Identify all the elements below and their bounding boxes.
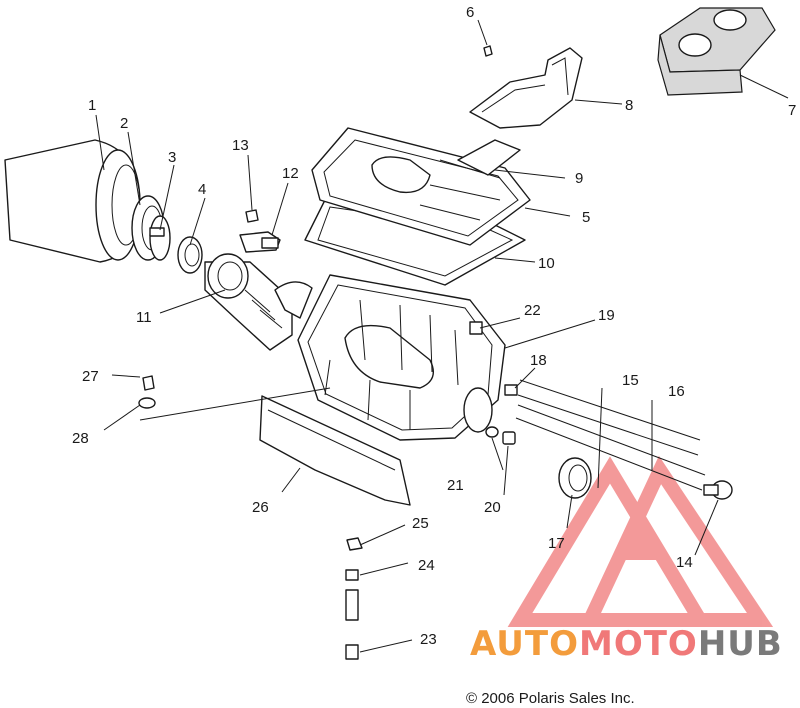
part-12-sensor [239, 231, 281, 253]
callout-7: 7 [788, 102, 796, 119]
part-4-ring [177, 236, 203, 274]
watermark-text: AUTOMOTOHUB [470, 624, 783, 664]
copyright-notice: © 2006 Polaris Sales Inc. [466, 690, 635, 707]
part-26-bracket [259, 395, 411, 506]
callout-26: 26 [252, 499, 269, 516]
callout-17: 17 [548, 535, 565, 552]
callout-27: 27 [82, 368, 99, 385]
callout-10: 10 [538, 255, 555, 272]
part-8-snorkel [469, 47, 583, 129]
part-25-nut [346, 537, 363, 551]
callout-labels: 1 2 3 4 5 6 7 8 9 10 11 12 13 14 15 16 1… [72, 4, 796, 648]
callout-8: 8 [625, 97, 633, 114]
part-17-clamp [558, 457, 592, 499]
part-18-fitting [504, 384, 518, 396]
callout-1: 1 [88, 97, 96, 114]
callout-6: 6 [466, 4, 474, 21]
watermark-auto: AUTO [470, 624, 579, 664]
part-23-bolt [345, 644, 359, 660]
part-11-intake-boot [204, 253, 313, 351]
part-9-cover-latch [457, 139, 521, 176]
callout-18: 18 [530, 352, 547, 369]
callout-3: 3 [168, 149, 176, 166]
part-3-clamp [149, 215, 171, 261]
part-6-screw [483, 45, 493, 57]
watermark-hub: HUB [697, 624, 783, 664]
callout-4: 4 [198, 181, 206, 198]
part-19-air-box-housing [297, 274, 506, 441]
callout-11: 11 [136, 309, 152, 326]
part-16-drain-tube [515, 404, 706, 491]
part-24-grommet [345, 569, 359, 621]
callout-21: 21 [447, 477, 464, 494]
callout-28: 28 [72, 430, 89, 447]
callout-5: 5 [582, 209, 590, 226]
callout-2: 2 [120, 115, 128, 132]
part-15-drain-tube [517, 379, 701, 456]
watermark-logo [507, 455, 774, 627]
callout-12: 12 [282, 165, 299, 182]
callout-24: 24 [418, 557, 435, 574]
callout-23: 23 [420, 631, 437, 648]
part-28-washer [138, 397, 156, 409]
callout-25: 25 [412, 515, 429, 532]
callout-19: 19 [598, 307, 615, 324]
callout-14: 14 [676, 554, 693, 571]
part-13-screw [245, 209, 259, 223]
callout-22: 22 [524, 302, 541, 319]
leader-lines [95, 19, 789, 653]
callout-20: 20 [484, 499, 501, 516]
part-7-foam-filter [657, 7, 776, 96]
part-5-cover [311, 127, 531, 246]
watermark-moto: MOTO [578, 624, 698, 664]
part-27-screw [142, 375, 155, 391]
callout-13: 13 [232, 137, 249, 154]
callout-16: 16 [668, 383, 685, 400]
part-14-drain-valve [703, 480, 733, 500]
callout-15: 15 [622, 372, 639, 389]
callout-9: 9 [575, 170, 583, 187]
part-20-plug [502, 431, 516, 445]
part-1-intake-tube [4, 139, 141, 263]
part-21-plug [485, 426, 499, 438]
